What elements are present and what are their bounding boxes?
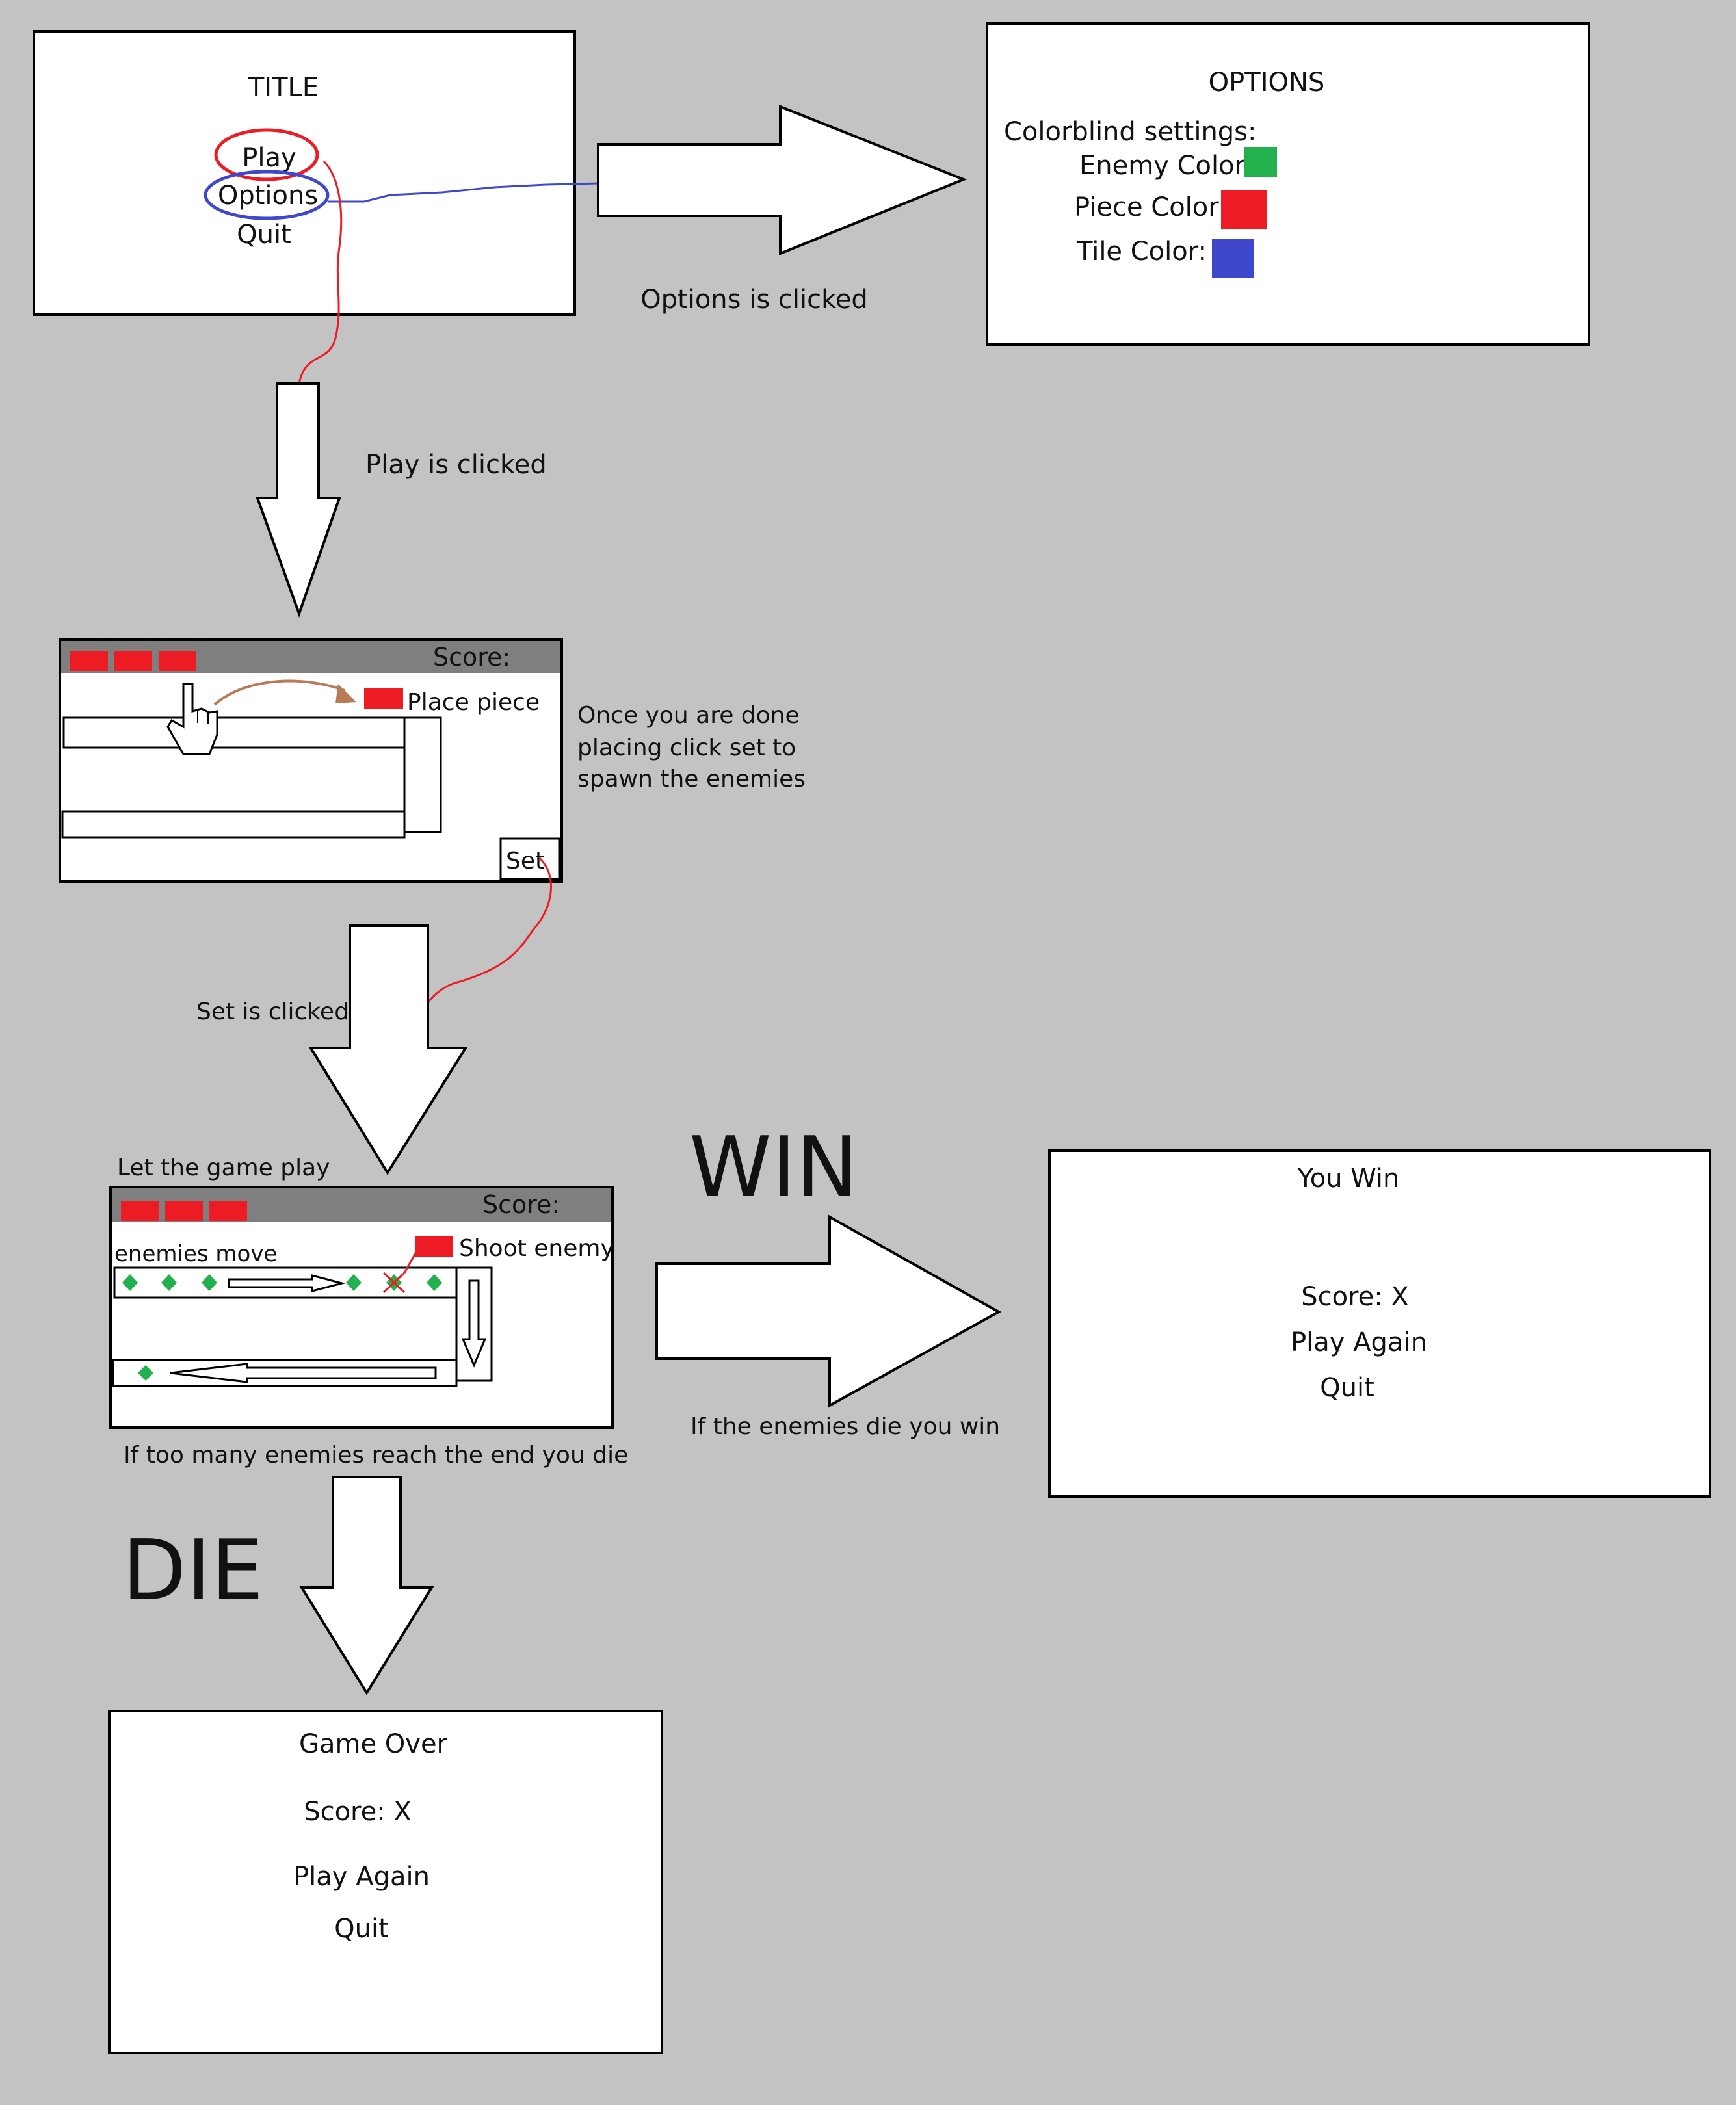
options-highlight-circle <box>204 170 330 220</box>
enemy-diamond <box>346 1274 362 1291</box>
play-highlight-circle <box>214 128 319 181</box>
drag-arrowhead <box>335 684 356 703</box>
enemy-path-arrow-left <box>170 1363 437 1383</box>
piece-color-label: Piece Color: <box>1074 192 1228 222</box>
enemies-move-label: enemies move <box>114 1241 277 1267</box>
hand-cursor-icon <box>166 683 218 755</box>
piece-swatch[interactable] <box>364 688 403 709</box>
win-screen: You Win Score: X Play Again Quit <box>1048 1149 1711 1498</box>
setup-note-line-3: spawn the enemies <box>577 766 806 792</box>
die-caption: If too many enemies reach the end you di… <box>124 1442 628 1469</box>
options-menu-item[interactable]: Options <box>218 181 318 211</box>
shoot-piece-swatch[interactable] <box>415 1236 453 1257</box>
setup-screen: Score: Place piece Set <box>59 638 563 883</box>
win-heading: You Win <box>1297 1164 1400 1194</box>
die-big-label: DIE <box>122 1523 263 1619</box>
shoot-enemy-label: Shoot enemy <box>459 1235 614 1262</box>
set-clicked-label: Set is clicked <box>196 999 349 1025</box>
down-arrow-set <box>308 924 468 1175</box>
life-block <box>159 651 196 671</box>
game-over-play-again[interactable]: Play Again <box>293 1862 430 1892</box>
life-block <box>209 1201 247 1221</box>
down-arrow-die <box>299 1476 434 1695</box>
right-arrow-win <box>655 1214 1002 1408</box>
track-right <box>403 716 442 833</box>
set-button-label: Set <box>506 848 544 874</box>
play-connector-line <box>298 160 343 384</box>
options-connector-line <box>328 182 599 203</box>
piece-color-swatch[interactable] <box>1221 190 1267 229</box>
options-screen: OPTIONS Colorblind settings: Enemy Color… <box>986 22 1590 346</box>
tile-color-label: Tile Color: <box>1076 237 1207 267</box>
enemy-color-swatch[interactable] <box>1244 147 1277 177</box>
win-caption: If the enemies die you win <box>690 1413 1000 1440</box>
options-heading: OPTIONS <box>1209 68 1325 98</box>
enemy-diamond <box>138 1365 153 1381</box>
drag-path-arrow <box>213 679 345 706</box>
enemy-diamond <box>161 1274 177 1291</box>
enemy-diamond <box>427 1274 442 1291</box>
life-block <box>114 651 152 671</box>
place-piece-label: Place piece <box>407 689 540 716</box>
track-top <box>62 716 406 749</box>
setup-note-line-2: placing click set to <box>577 735 796 761</box>
play-menu-item[interactable]: Play <box>242 143 296 173</box>
win-score: Score: X <box>1301 1282 1409 1312</box>
game-over-score: Score: X <box>304 1797 412 1827</box>
setup-score-label: Score: <box>433 643 510 672</box>
tile-color-swatch[interactable] <box>1212 239 1254 278</box>
win-big-label: WIN <box>689 1119 858 1216</box>
right-arrow-options <box>597 105 967 255</box>
life-block <box>121 1201 159 1221</box>
life-block <box>165 1201 203 1221</box>
enemy-diamond <box>202 1274 217 1291</box>
life-block <box>70 651 108 671</box>
setup-note-line-1: Once you are done <box>577 702 800 729</box>
enemy-path-arrow-down <box>461 1279 487 1368</box>
title-screen: TITLE Play Options Quit <box>33 30 576 316</box>
game-screen: Score: enemies move Shoot enemy <box>109 1186 614 1429</box>
play-clicked-label: Play is clicked <box>365 450 547 480</box>
enemy-diamond <box>122 1274 138 1291</box>
win-quit[interactable]: Quit <box>1320 1373 1374 1403</box>
down-arrow-play <box>256 382 341 618</box>
win-play-again[interactable]: Play Again <box>1291 1327 1427 1357</box>
game-over-heading: Game Over <box>299 1729 448 1759</box>
game-over-screen: Game Over Score: X Play Again Quit <box>108 1710 663 2054</box>
game-caption: Let the game play <box>117 1155 330 1181</box>
options-clicked-label: Options is clicked <box>640 285 868 315</box>
quit-menu-item[interactable]: Quit <box>237 220 291 250</box>
title-text: TITLE <box>248 73 319 103</box>
enemy-color-label: Enemy Color: <box>1079 151 1254 181</box>
shot-x-mark <box>382 1251 417 1294</box>
game-over-quit[interactable]: Quit <box>334 1914 389 1944</box>
set-connector-line <box>424 857 553 1008</box>
game-score-label: Score: <box>482 1190 560 1219</box>
colorblind-settings-label: Colorblind settings: <box>1004 117 1257 147</box>
track-bottom <box>61 810 406 839</box>
enemy-path-arrow-right <box>228 1274 346 1292</box>
